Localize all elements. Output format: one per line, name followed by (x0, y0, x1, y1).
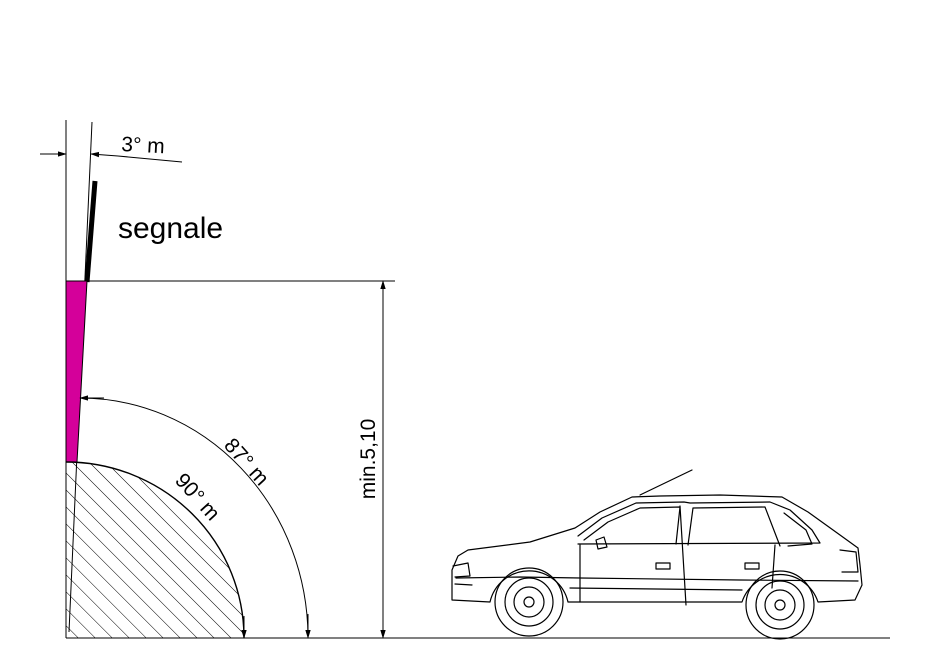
tilt-dimension-right-arrow (90, 151, 119, 158)
min-height-label: min.5,10 (357, 419, 380, 500)
tilt-wedge (65, 280, 88, 463)
arc-87 (79, 397, 309, 639)
sign-plate (84, 180, 98, 283)
hatched-quarter-circle (65, 461, 245, 639)
tilt-angle-label: 3° m (121, 133, 166, 158)
angle-87-label: 87° m (219, 434, 273, 490)
car-icon (451, 469, 863, 640)
sign-label: segnale (118, 212, 223, 245)
tilt-dimension-underline (117, 155, 183, 163)
